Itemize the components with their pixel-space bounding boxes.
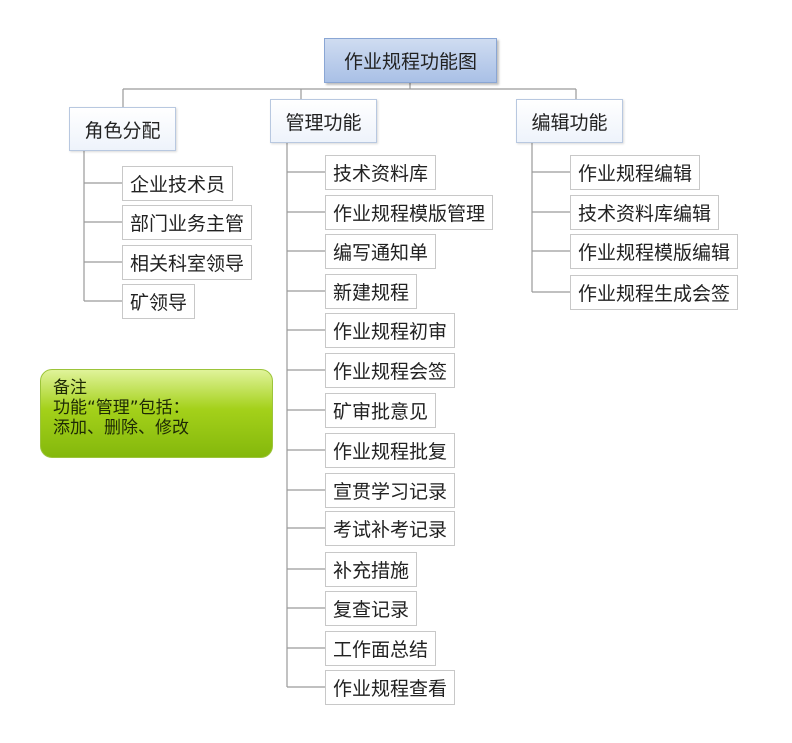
- edit-item: 作业规程生成会签: [570, 275, 739, 310]
- note-line-2: 添加、删除、修改: [53, 418, 189, 438]
- role-item: 部门业务主管: [122, 205, 253, 240]
- management-item: 补充措施: [325, 552, 418, 587]
- note-callout: 备注 功能“管理”包括： 添加、删除、修改: [40, 369, 273, 458]
- edit-item: 技术资料库编辑: [570, 195, 720, 230]
- management-item: 宣贯学习记录: [325, 473, 456, 508]
- management-item: 作业规程批复: [325, 433, 456, 468]
- management-item: 工作面总结: [325, 631, 437, 666]
- management-item: 编写通知单: [325, 234, 437, 269]
- root-node: 作业规程功能图: [324, 38, 497, 83]
- role-item: 相关科室领导: [122, 245, 253, 280]
- management-item: 复查记录: [325, 591, 418, 626]
- management-item: 作业规程会签: [325, 353, 456, 388]
- management-item: 技术资料库: [325, 155, 437, 190]
- role-branch-connector: [83, 151, 122, 302]
- role-item: 矿领导: [122, 284, 196, 319]
- management-item: 考试补考记录: [325, 511, 456, 546]
- edit-branch-connector: [531, 142, 570, 293]
- note-line-1: 功能“管理”包括：: [53, 398, 190, 418]
- category-edit-functions: 编辑功能: [516, 99, 623, 143]
- note-title: 备注: [53, 378, 87, 398]
- edit-item: 作业规程模版编辑: [570, 234, 739, 269]
- management-item: 作业规程查看: [325, 670, 456, 705]
- role-item: 企业技术员: [122, 166, 234, 201]
- category-management-functions: 管理功能: [270, 99, 377, 143]
- management-item: 新建规程: [325, 274, 418, 309]
- root-connector: [122, 83, 577, 107]
- management-item: 作业规程模版管理: [325, 195, 494, 230]
- management-item: 矿审批意见: [325, 393, 437, 428]
- management-item: 作业规程初审: [325, 313, 456, 348]
- edit-item: 作业规程编辑: [570, 155, 701, 190]
- category-role-assignment: 角色分配: [69, 107, 176, 151]
- management-branch-connector: [286, 142, 325, 688]
